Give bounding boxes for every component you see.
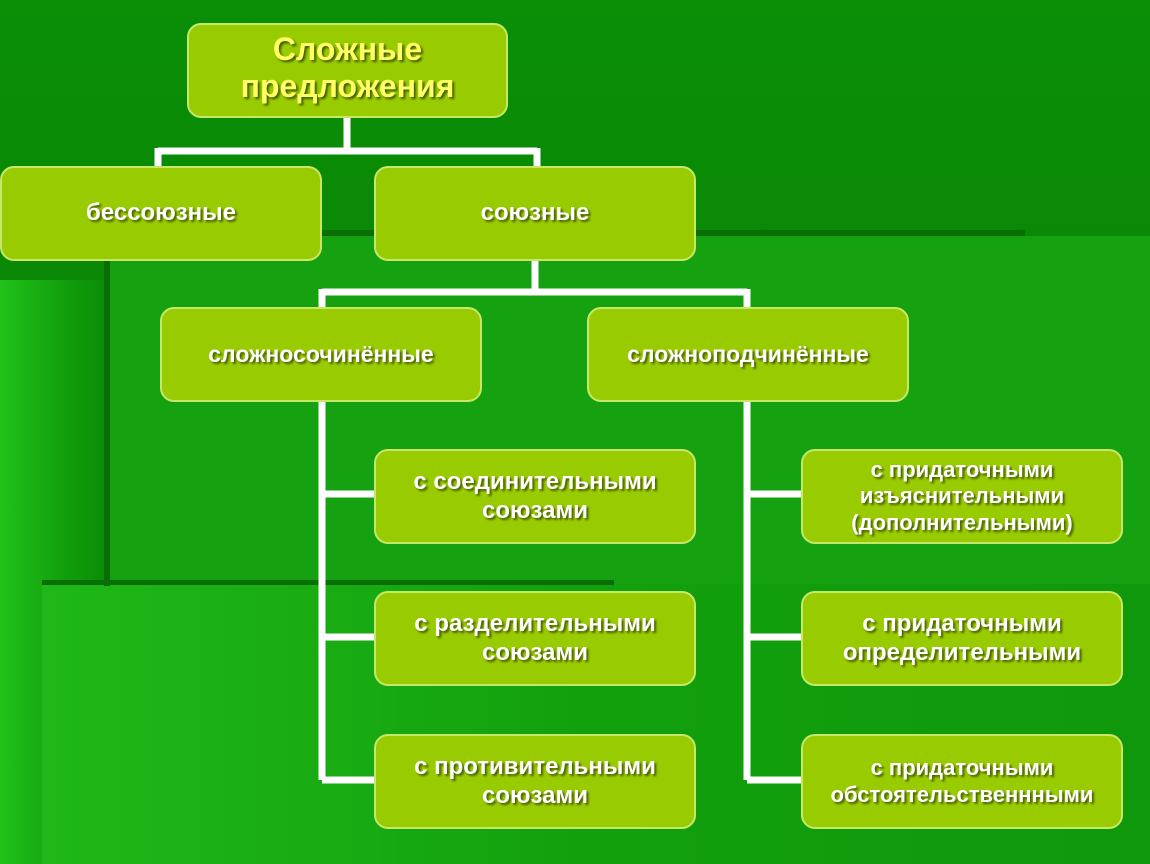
bg-divider-bottom (42, 580, 614, 585)
node-disjunctive-conjunctions: с разделительными союзами (374, 591, 696, 686)
node-compound: сложносочинённые (160, 307, 482, 402)
node-complex-sentences: Сложные предложения (187, 23, 508, 118)
node-adverbial-clauses: с придаточными обстоятельственнными (801, 734, 1123, 829)
bg-divider-vertical (104, 236, 110, 586)
node-adversative-conjunctions: с противительными союзами (374, 734, 696, 829)
node-complex: сложноподчинённые (587, 307, 909, 402)
node-conjunctive: союзные (374, 166, 696, 261)
node-explanatory-clauses: с придаточными изъяснительными (дополнит… (801, 449, 1123, 544)
connector-complex (743, 402, 803, 784)
connector-conjunctive (318, 261, 751, 309)
connector-compound (318, 402, 377, 784)
node-asyndetic: бессоюзные (0, 166, 322, 261)
connector-root (154, 118, 541, 168)
node-attributive-clauses: с придаточными определительными (801, 591, 1123, 686)
node-copulative-conjunctions: с соединительными союзами (374, 449, 696, 544)
